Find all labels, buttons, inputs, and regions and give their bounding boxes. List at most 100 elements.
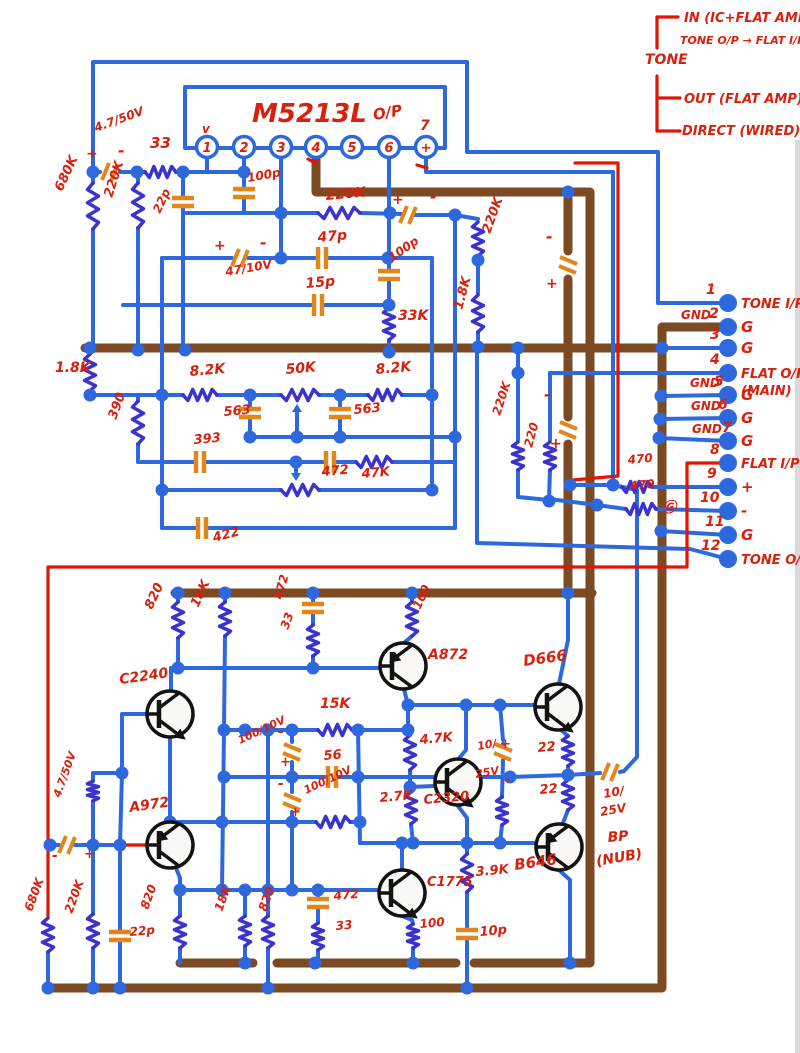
electrolytic-plate [282, 801, 301, 812]
value-label-plus-1: + [86, 146, 98, 162]
resistor [237, 914, 253, 948]
junction-dot [406, 956, 420, 970]
value-label-cap-100p-1: 100p [246, 165, 282, 185]
resistor [470, 293, 486, 334]
connector-pin-8 [719, 454, 737, 472]
pot-wiper-arrow [291, 473, 301, 481]
connector-pin-10 [719, 502, 737, 520]
junction-dot [654, 524, 668, 538]
wire [654, 507, 730, 513]
value-label-res-22-2: 22 [539, 781, 558, 798]
transistor-label-b646: B646 [513, 850, 558, 874]
value-label-cap-15p: 15p [305, 273, 336, 292]
junction-dot [261, 883, 275, 897]
legend-in: IN (IC+FLAT AMP) [684, 11, 800, 26]
wire [120, 712, 149, 775]
value-label-plus-6: + [280, 755, 291, 770]
transistor-c2320 [433, 757, 483, 808]
value-label-res-4k7: 4.7K [418, 730, 454, 748]
connector-gnd-label: GND [681, 308, 711, 322]
red-wires [46, 15, 730, 918]
electrolytic-plate [558, 429, 577, 440]
junction-dot [83, 388, 97, 402]
resistor [217, 600, 233, 638]
junction-dot [381, 251, 395, 265]
electrolytic-plate [283, 792, 302, 803]
resistor [40, 916, 56, 954]
value-label-bp: BP [607, 828, 630, 846]
junction-dot [215, 883, 229, 897]
wire [561, 808, 570, 825]
value-label-plus-5: + [550, 436, 562, 452]
electrolytic-plate [100, 162, 111, 181]
ic-pin-4 [303, 134, 329, 160]
wire [91, 60, 729, 305]
connector-pin-label: G [741, 432, 753, 450]
wire [118, 771, 124, 847]
value-label-pot-50k: 50K [285, 359, 318, 378]
value-label-cap-472-top: 472 [271, 573, 291, 602]
junction-dot [655, 341, 669, 355]
value-label-res-33: 33 [150, 134, 171, 152]
ic-pin1-check: v [202, 122, 211, 136]
resistor [85, 912, 101, 950]
value-label-res-33-c: 33 [335, 918, 353, 933]
resistor [405, 922, 421, 950]
legend-sub: TONE O/P → FLAT I/P [680, 34, 800, 47]
transistor-a872 [378, 641, 428, 691]
value-label-res-15k-1: 15K [320, 696, 351, 712]
resistor [143, 164, 178, 180]
transistors [145, 641, 584, 919]
connector-pin-number: 11 [705, 514, 724, 530]
resistor [260, 914, 276, 950]
junction-dot [261, 723, 275, 737]
value-label-res-22-1: 22 [537, 739, 556, 756]
electrolytic-plate [57, 835, 68, 854]
junction-dot [460, 981, 474, 995]
resistor [402, 733, 418, 772]
junction-dot [511, 366, 525, 380]
ic-pin-2 [231, 134, 257, 160]
electrolytic-plate [407, 206, 418, 225]
electrolytic-plate [493, 751, 512, 762]
ic-pin-number: 4 [310, 141, 320, 156]
value-label-plus-8: + [500, 737, 511, 752]
junction-dot [425, 388, 439, 402]
transistor-c2240 [145, 689, 195, 740]
handwritten-labels: IN (IC+FLAT AMP)TONE O/P → FLAT I/PTONEO… [22, 11, 800, 940]
value-label-res-2k7: 2.7K [379, 788, 414, 806]
resistor [494, 795, 510, 827]
resistor [279, 387, 321, 403]
junction-dot [606, 478, 620, 492]
value-label-cap-10-25v-b2: 25V [599, 800, 629, 819]
junction-dot [274, 251, 288, 265]
junction-dot [654, 389, 668, 403]
resistor [542, 440, 558, 472]
red-wire [571, 161, 620, 482]
ic-pin-number: 2 [239, 141, 248, 156]
resistor [354, 454, 394, 470]
capacitors [57, 162, 620, 943]
resistor [85, 779, 101, 803]
wire [658, 416, 730, 421]
junction-dot [218, 586, 232, 600]
value-label-minus-7: - [278, 776, 284, 792]
value-label-minus-1: - [118, 141, 125, 160]
electrolytic-plate [398, 205, 409, 224]
value-label-cap-10-25v-a1: 10/ [476, 737, 498, 753]
junction-dot [274, 206, 288, 220]
connector-pin-number: 4 [709, 352, 720, 368]
junction-dot [563, 478, 577, 492]
junction-dot [425, 483, 439, 497]
resistor [130, 399, 146, 446]
wire [475, 346, 730, 561]
wire [456, 804, 469, 845]
junction-dot [652, 431, 666, 445]
value-label-res-1k8-mid: 1.8K [55, 360, 92, 376]
connector-pin-label: + [741, 478, 754, 496]
connector-pin-number: 12 [701, 538, 720, 554]
junction-dot [173, 883, 187, 897]
transistor-c1775 [377, 868, 427, 919]
junction-dot [43, 838, 57, 852]
connector-pin-number: 5 [714, 374, 724, 390]
